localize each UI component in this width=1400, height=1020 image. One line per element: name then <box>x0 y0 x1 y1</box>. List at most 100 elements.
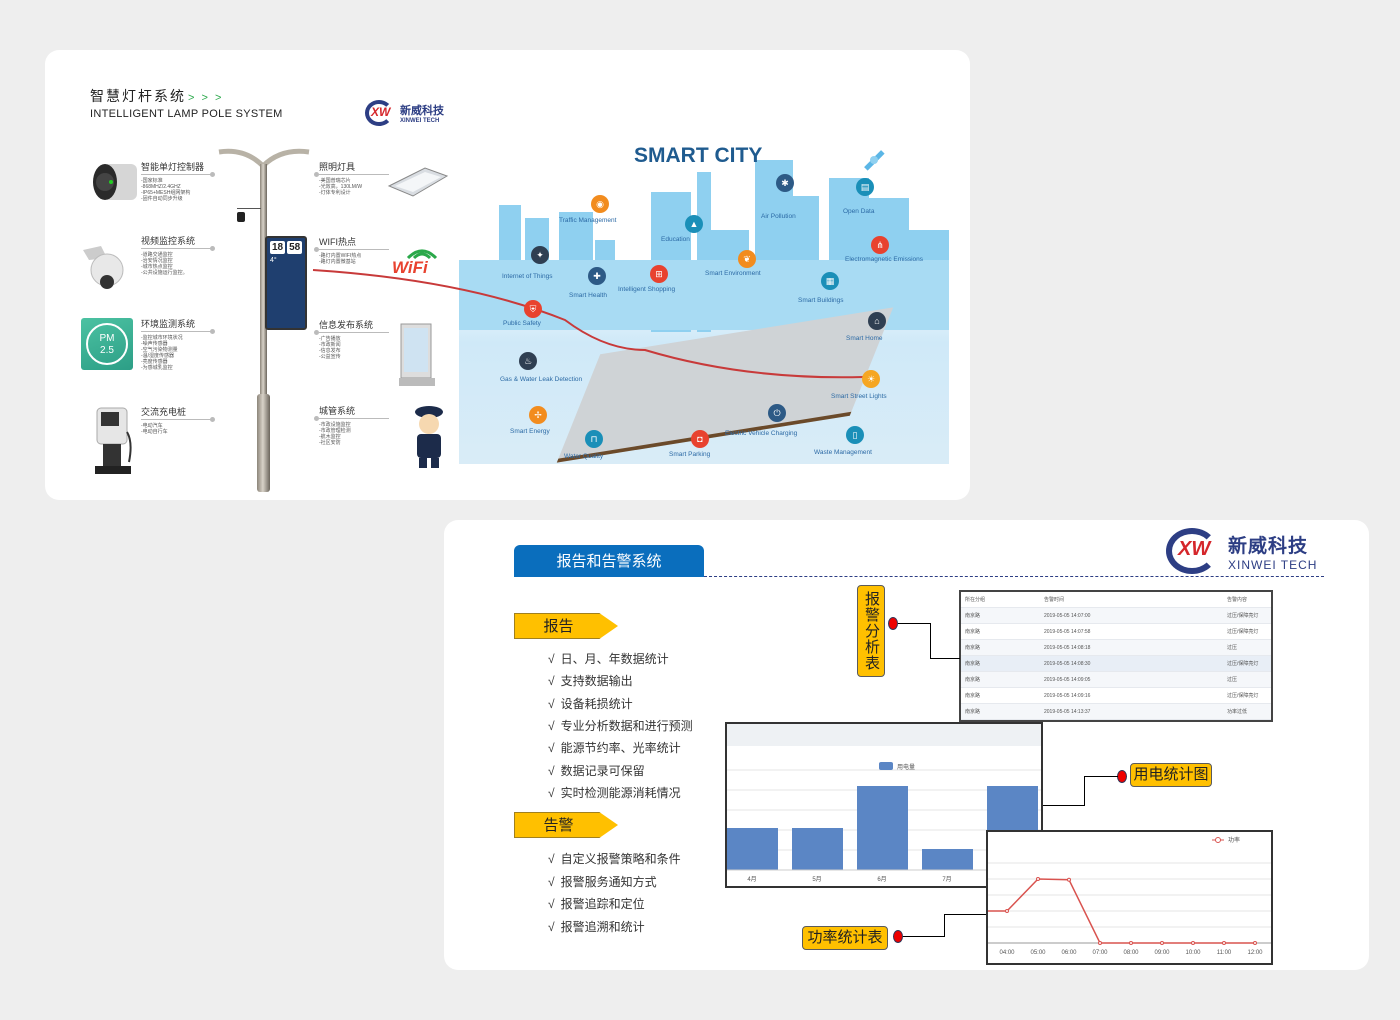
check-icon: √ <box>548 718 555 733</box>
flame-icon: ♨ <box>519 352 537 370</box>
feature-name: 城管系统 <box>314 404 389 421</box>
data-point <box>1129 941 1133 945</box>
feature-item: -空气污染物测量 <box>141 347 178 353</box>
table-cell: 2019-05-05 14:08:18 <box>1044 644 1091 651</box>
column-header: 所在分组 <box>965 597 986 603</box>
clock-hour: 18 <box>270 241 286 254</box>
check-icon: √ <box>548 652 555 666</box>
bullet-item: √数据记录可保留 <box>548 762 645 779</box>
table-cell: 过压/保障亮灯 <box>1227 629 1259 635</box>
bullet-item: √支持数据输出 <box>548 672 633 689</box>
company-logo: XW 新威科技 XINWEI TECH <box>365 100 444 126</box>
table-cell: 过压/保障亮灯 <box>1227 661 1259 667</box>
smart-city-node-label: Smart Parking <box>669 451 711 458</box>
feature-info-release: 信息发布系统 -广告播放-市政新闻-信息发布-公益宣传 <box>314 318 479 360</box>
bullet-item: √ 自定义报警策略和条件 <box>548 850 681 867</box>
charger-image <box>91 406 135 476</box>
bar <box>922 849 973 870</box>
bullet-item: √ 报警服务通知方式 <box>548 873 657 890</box>
data-point <box>1222 941 1226 945</box>
feature-item: -国家标准 <box>141 178 163 184</box>
feature-item: -公益宣传 <box>319 354 341 360</box>
legend-marker <box>1215 837 1221 843</box>
callout-alarm-table: 报警分析表 <box>857 585 885 677</box>
column-header: 告警时间 <box>1044 597 1065 603</box>
smart-city-node-label: Water Quality <box>564 453 604 460</box>
satellite-icon <box>864 150 885 171</box>
table-cell: 南京路 <box>965 613 981 619</box>
bullet-text: 报警追溯和统计 <box>560 919 645 934</box>
smart-city-node-label: Smart Street Lights <box>831 393 887 400</box>
pole-screen: 18 58 4° <box>265 236 307 330</box>
check-icon: √ <box>548 874 555 889</box>
bar <box>792 828 843 870</box>
table-cell: 过压/保障亮灯 <box>1227 693 1259 699</box>
smart-city-node-label: Intelligent Shopping <box>618 286 676 293</box>
callout-text: 功率统计表 <box>807 929 883 946</box>
x-tick-label: 5月 <box>812 876 821 883</box>
x-tick-label: 08:00 <box>1123 950 1139 956</box>
camera-icon: ◉ <box>591 195 609 213</box>
x-tick-label: 7月 <box>942 876 951 883</box>
bullet-text: 报警追踪和定位 <box>560 897 645 911</box>
callout-power-rate: 功率统计表 <box>802 926 888 950</box>
table-cell: 2019-05-05 14:09:16 <box>1044 692 1091 699</box>
tower-icon: ⋔ <box>871 236 889 254</box>
city-officer-image <box>409 404 449 470</box>
feature-item: -光效高，130LM/W <box>319 184 363 190</box>
bullet-text: 实时检测能源消耗情况 <box>560 785 681 800</box>
feature-name: 交流充电桩 <box>141 405 215 422</box>
feature-name: 照明灯具 <box>314 160 389 177</box>
table-cell: 南京路 <box>965 661 981 667</box>
smart-city-node-label: Open Data <box>843 208 875 215</box>
bullet-text: 自定义报警策略和条件 <box>560 852 681 866</box>
company-logo-large: XW 新威科技 XINWEI TECH <box>1166 528 1317 574</box>
feature-item: -市政新闻 <box>319 342 341 348</box>
shield-icon: ⛨ <box>524 300 542 318</box>
feature-item: -美国普瑞芯片 <box>319 178 351 184</box>
info-kiosk-icon <box>399 323 435 386</box>
fan-icon: ✱ <box>776 174 794 192</box>
x-tick-label: 07:00 <box>1092 950 1108 956</box>
bullet-text: 日、月、年数据统计 <box>560 652 669 666</box>
logo-cn: 新威科技 <box>400 105 444 117</box>
bullet-text: 报警服务通知方式 <box>560 874 657 889</box>
screen-temp: 4° <box>270 257 277 264</box>
table-cell: 南京路 <box>965 645 981 651</box>
feature-item: -航木监控 <box>319 434 341 440</box>
feature-item: -市政设施监控 <box>319 422 351 428</box>
callout-dot <box>888 617 898 630</box>
feature-item: -监控城市环境状况 <box>141 335 183 341</box>
pm-line2: 2.5 <box>100 345 114 356</box>
legend-label: 功率 <box>1228 836 1240 844</box>
check-icon: √ <box>548 785 555 800</box>
dome-camera-icon <box>83 246 124 289</box>
trash-icon: ▯ <box>846 426 864 444</box>
feature-item: -亮度传感器 <box>141 359 168 365</box>
bar <box>727 828 778 870</box>
callout-text: 报警分析表 <box>863 591 880 671</box>
feature-item: -温/湿度传感器 <box>141 353 175 359</box>
data-icon: ▤ <box>856 178 874 196</box>
column-header: 告警内容 <box>1227 597 1248 603</box>
title-en: INTELLIGENT LAMP POLE SYSTEM <box>90 108 283 120</box>
x-tick-label: 11:00 <box>1217 950 1232 956</box>
plug-icon: ⏻ <box>768 404 786 422</box>
check-icon: √ <box>548 852 555 866</box>
x-tick-label: 09:00 <box>1154 950 1170 956</box>
x-tick-label: 12:00 <box>1247 950 1263 956</box>
callout-dot <box>893 930 903 943</box>
smart-city-node-label: Waste Management <box>814 449 872 456</box>
table-row[interactable]: 南京路 2019-05-05 14:08:18 过压 <box>961 640 1271 656</box>
table-cell: 过压 <box>1227 645 1238 651</box>
check-icon: √ <box>548 696 555 711</box>
